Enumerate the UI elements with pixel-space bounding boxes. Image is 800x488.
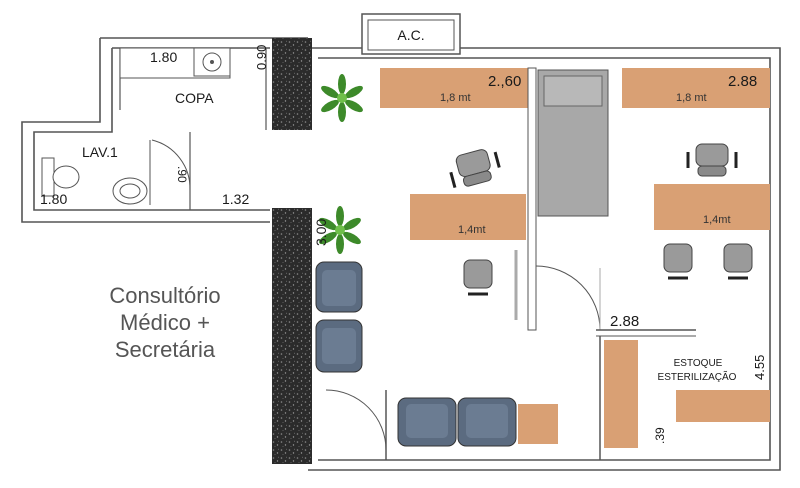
armchair xyxy=(457,397,517,447)
lav-label: LAV.1 xyxy=(82,144,118,160)
guest-chair xyxy=(663,243,693,280)
desk-mid-left xyxy=(410,194,526,240)
desk-mid-right xyxy=(654,184,770,230)
toilet-icon xyxy=(41,157,55,197)
lav-length-dim: 1.32 xyxy=(222,191,249,207)
corridor-width-dim: 2.88 xyxy=(610,313,639,330)
armchair xyxy=(315,261,363,313)
plant-icon xyxy=(319,206,361,254)
armchair xyxy=(315,319,363,373)
caption-line: Secretária xyxy=(114,337,216,362)
estoque-label: ESTOQUE xyxy=(674,358,723,369)
room-door xyxy=(535,265,601,331)
desk-top-left-label: 1,8 mt xyxy=(440,92,471,104)
granite-wall-bottom xyxy=(272,208,312,464)
lav-sink-icon xyxy=(112,177,148,205)
copa-room: 1.80 COPA 0.90 xyxy=(119,45,269,106)
desk-top-right xyxy=(622,68,770,108)
lav-room: LAV.1 .90 1.80 1.32 xyxy=(40,139,249,207)
guest-chair xyxy=(723,243,753,280)
lav-width-dim: 1.80 xyxy=(40,191,67,207)
entrance-door xyxy=(325,389,387,451)
armchair xyxy=(397,397,457,447)
room2-width-dim: 2.88 xyxy=(728,73,757,90)
room1-width-dim: 2.,60 xyxy=(488,73,521,90)
esterilizacao-label: ESTERILIZAÇÃO xyxy=(658,370,737,383)
side-table xyxy=(518,404,558,444)
plant-icon xyxy=(321,74,363,122)
office-chair xyxy=(449,149,501,189)
ac-unit: A.C. xyxy=(361,13,461,55)
partition-wall xyxy=(514,67,537,331)
estoque-height-dim: 4.55 xyxy=(752,355,767,380)
ac-label: A.C. xyxy=(397,27,424,43)
desk-top-right-label: 1,8 mt xyxy=(676,92,707,104)
caption-line: Médico + xyxy=(120,310,210,335)
granite-wall-top xyxy=(272,38,312,130)
estoque-small-dim: .39 xyxy=(653,427,667,444)
desk-top-left xyxy=(380,68,530,108)
desk-mid-right-label: 1,4mt xyxy=(703,214,731,226)
estoque-room: 2.88 ESTOQUE ESTERILIZAÇÃO 4.55 .39 xyxy=(596,313,770,460)
office-chair xyxy=(686,143,738,177)
lav-door xyxy=(151,139,191,191)
guest-chair xyxy=(463,259,493,296)
copa-width-dim: 1.80 xyxy=(150,49,177,65)
copa-height-dim: 0.90 xyxy=(254,45,269,70)
copa-label: COPA xyxy=(175,90,214,106)
caption-line: Consultório xyxy=(109,283,221,308)
reception-height-dim: 3.00 xyxy=(313,219,329,246)
lav-door-dim: .90 xyxy=(175,166,189,183)
exam-bed xyxy=(537,69,609,217)
plan-caption: Consultório Médico + Secretária xyxy=(80,282,250,363)
desk-mid-left-label: 1,4mt xyxy=(458,224,486,236)
